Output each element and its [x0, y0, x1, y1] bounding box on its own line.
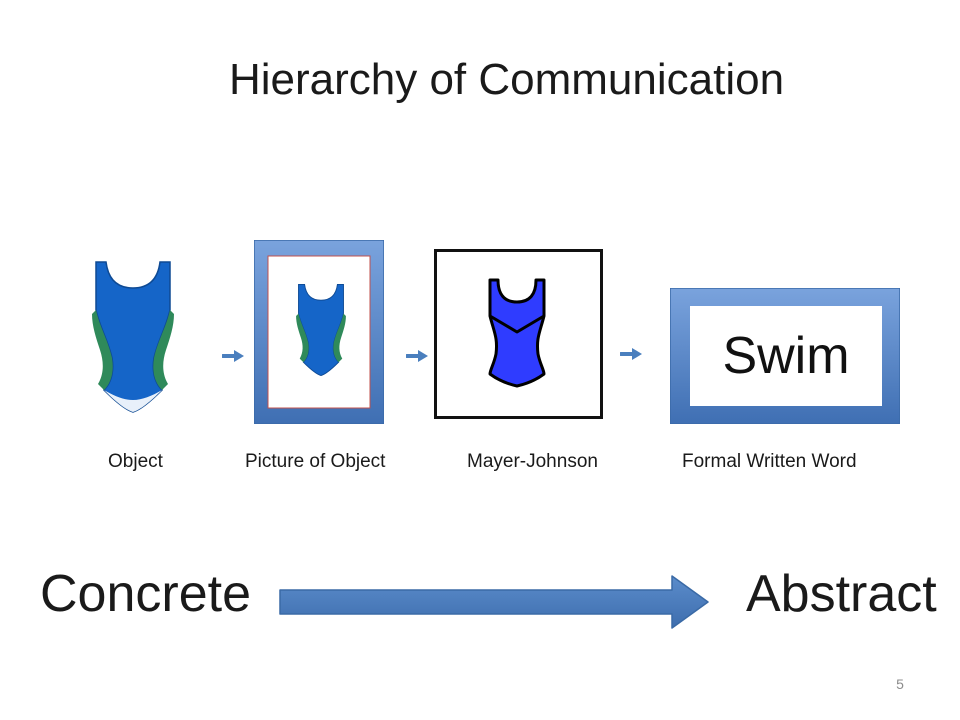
- arrow-icon: [406, 350, 428, 362]
- continuum-arrow-icon: [279, 575, 709, 629]
- page-number: 5: [896, 676, 904, 692]
- slide-title: Hierarchy of Communication: [228, 55, 785, 104]
- swimsuit-picture-icon: [296, 283, 346, 377]
- concrete-label: Concrete: [40, 565, 251, 623]
- abstract-label: Abstract: [746, 565, 937, 623]
- caption-formal-written-word: Formal Written Word: [682, 451, 857, 472]
- swimsuit-object-icon: [92, 261, 174, 413]
- swimsuit-symbol-icon: [488, 278, 546, 388]
- caption-object: Object: [108, 451, 163, 472]
- arrow-icon: [222, 350, 244, 362]
- arrow-icon: [620, 348, 642, 360]
- caption-picture-of-object: Picture of Object: [245, 451, 386, 472]
- written-word: Swim: [690, 306, 882, 406]
- caption-mayer-johnson: Mayer-Johnson: [467, 451, 598, 472]
